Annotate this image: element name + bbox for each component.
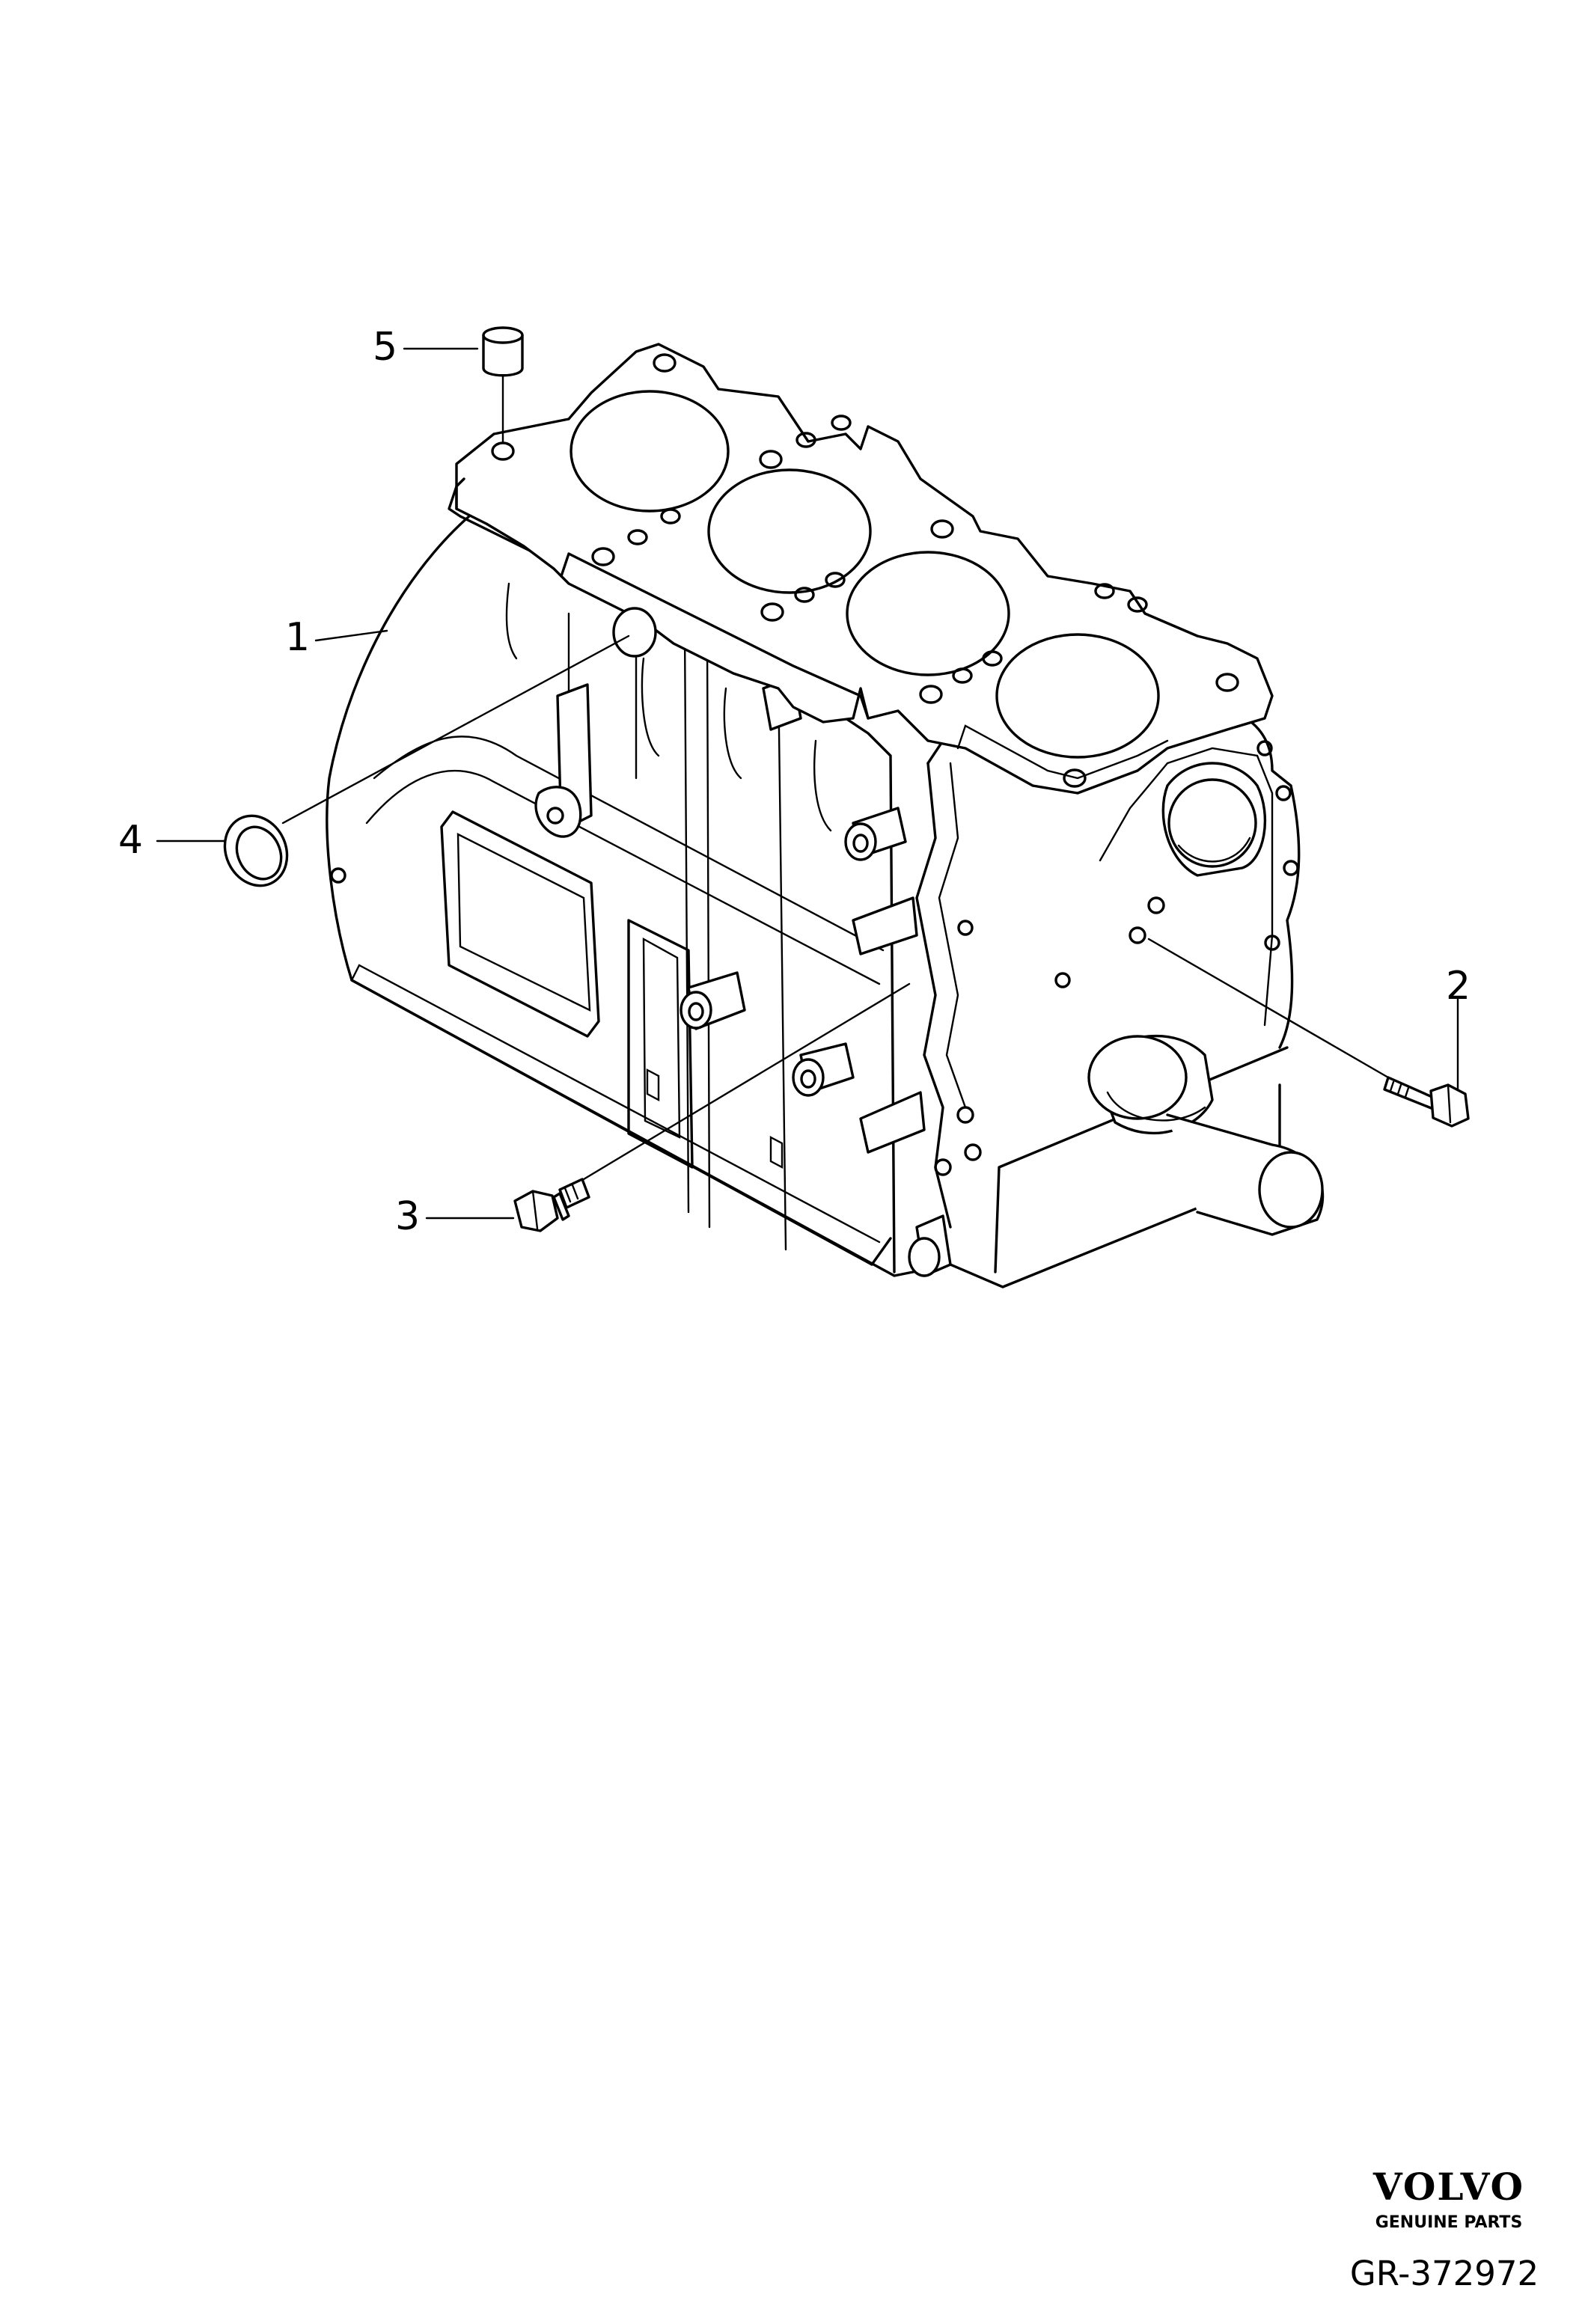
cylinder-bore-4	[995, 633, 1160, 759]
callout-number-3: 3	[395, 1194, 421, 1239]
bolt-part-2	[1383, 1076, 1470, 1128]
figure-reference-id: GR-372972	[1349, 2254, 1539, 2293]
seal-ring-part-4	[223, 814, 289, 887]
leader-lines	[156, 347, 1459, 1220]
genuine-parts-tagline: GENUINE PARTS	[1375, 2213, 1523, 2232]
callout-number-4: 4	[118, 818, 144, 863]
cylinder-bore-2	[707, 468, 872, 594]
volvo-logo: VOLVO	[1372, 2165, 1525, 2209]
callout-number-2: 2	[1446, 964, 1471, 1009]
cylinder-bore-3	[846, 551, 1010, 676]
drain-plug-part-3	[513, 1178, 590, 1232]
guide-pin-part-5	[482, 326, 524, 377]
cylinder-bore-1	[569, 390, 730, 513]
callout-number-5: 5	[373, 325, 398, 370]
cylinder-block	[326, 343, 1325, 1288]
callout-number-1: 1	[285, 615, 311, 660]
